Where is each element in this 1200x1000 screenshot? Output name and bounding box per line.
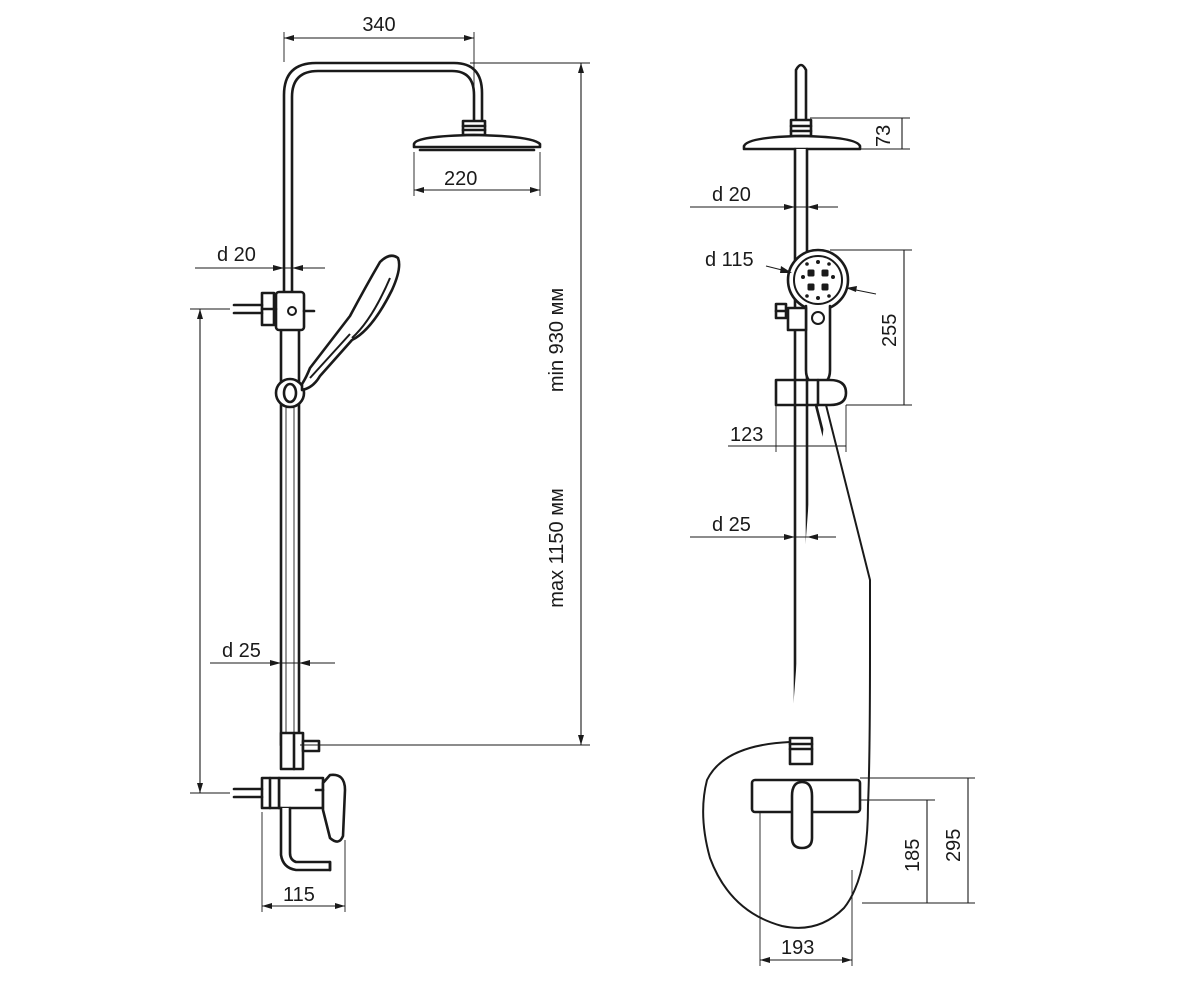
diverter-block (279, 731, 305, 771)
dim-min-height: min 930 мм (546, 288, 568, 392)
bath-spout (279, 806, 332, 872)
side-dim-mixer-outer: 295 (943, 829, 965, 862)
head-connector (461, 119, 487, 137)
lower-pipe (279, 298, 301, 747)
dim-lower-pipe-diameter: d 25 (222, 640, 261, 662)
side-dim-upper-pipe: d 20 (712, 184, 751, 206)
side-dim-head-height: 73 (873, 125, 895, 147)
side-dim-mixer-depth: 193 (781, 937, 814, 959)
side-dim-lower-pipe: d 25 (712, 514, 751, 536)
dim-max-height: max 1150 мм (546, 488, 568, 607)
side-dim-hand-shower-diameter: d 115 (705, 249, 754, 271)
side-dim-holder-depth: 123 (730, 424, 763, 446)
dim-head-diameter: 220 (444, 168, 477, 190)
side-diverter (788, 736, 814, 766)
mixer-body (277, 776, 325, 810)
dim-upper-pipe-diameter: d 20 (217, 244, 256, 266)
side-rain-head (742, 134, 862, 151)
side-slider-holder (774, 378, 848, 407)
side-view: 73 d 20 d 115 255 123 d 25 185 (690, 63, 975, 966)
side-head-connector (789, 118, 813, 138)
front-view: 340 220 d 20 d 25 min 930 мм max 1150 мм (190, 14, 590, 912)
diverter-knob (301, 739, 321, 753)
side-mixer-lever (790, 780, 814, 850)
dim-spout-length: 115 (283, 884, 315, 906)
side-arm-top (794, 63, 808, 124)
rain-shower-head (412, 133, 542, 149)
side-dim-hand-shower-height: 255 (879, 314, 901, 347)
side-dim-mixer-inner: 185 (902, 839, 924, 872)
hand-shower (300, 254, 401, 392)
mixer-lever (321, 773, 347, 843)
side-upper-bracket (786, 306, 808, 332)
dim-head-arm-width: 340 (362, 14, 395, 36)
